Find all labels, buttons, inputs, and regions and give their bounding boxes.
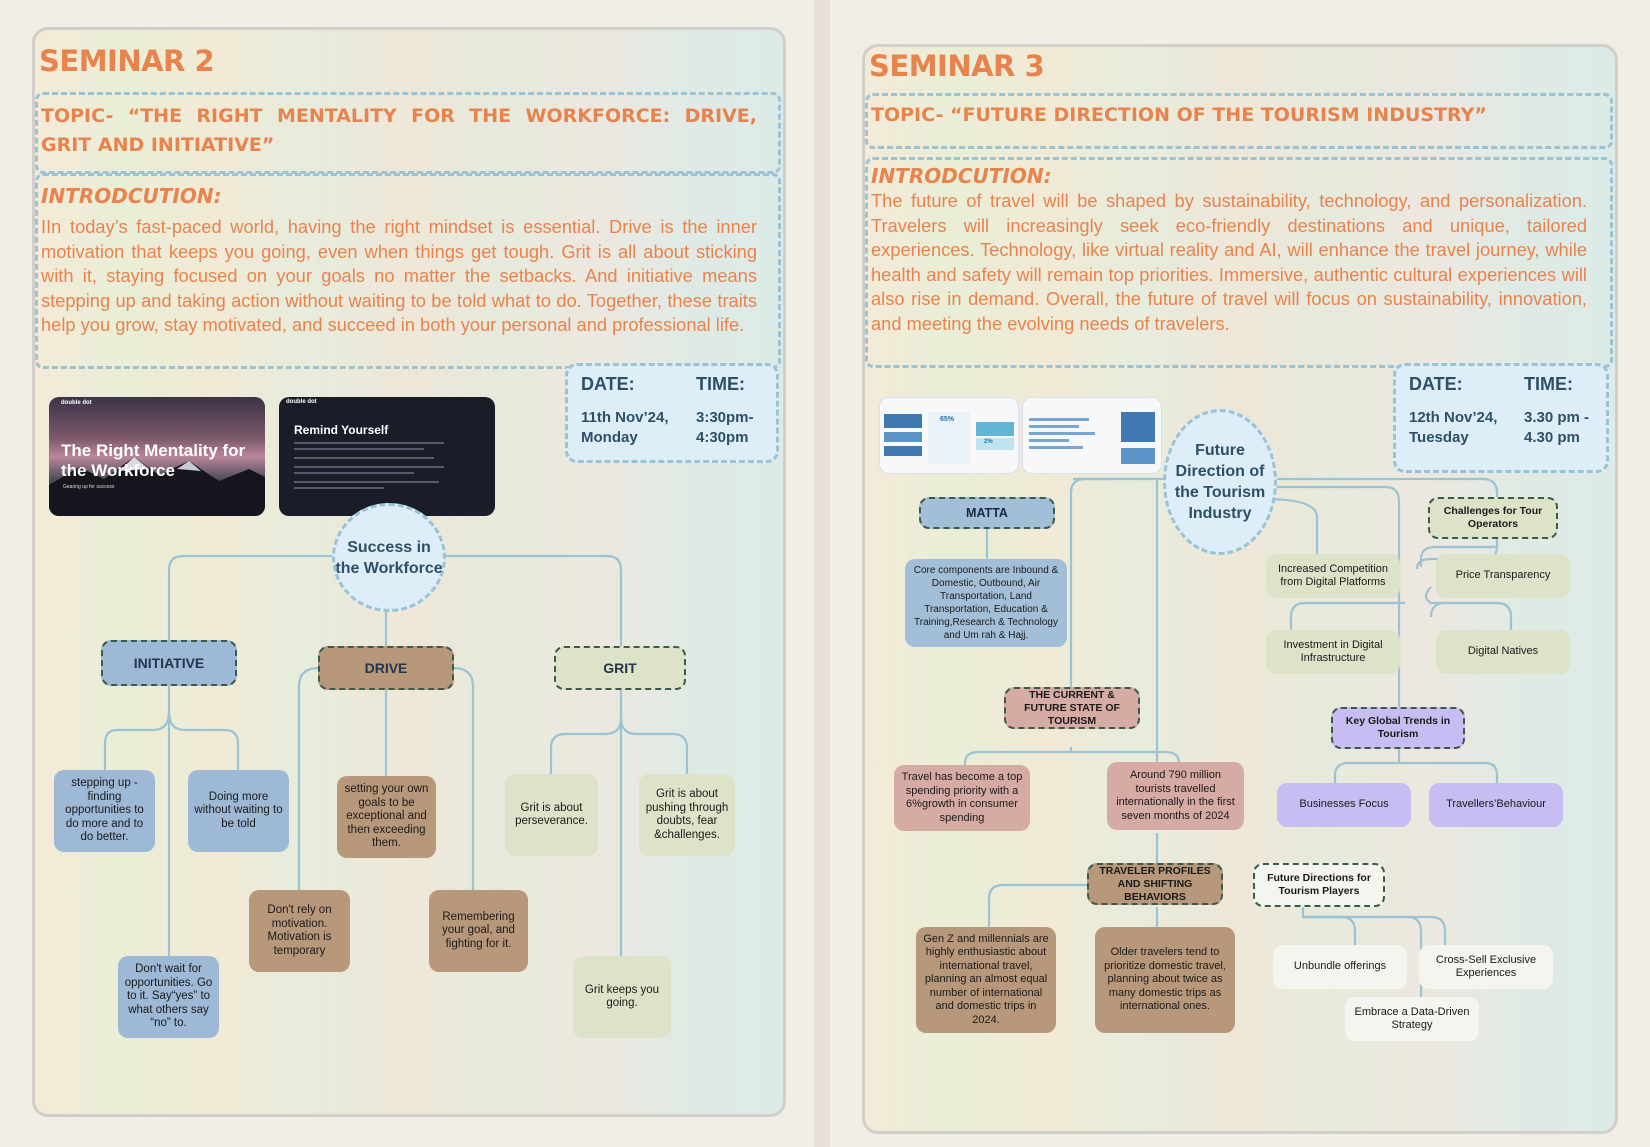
leaf-remembering: Remembering your goal, and fighting for …	[429, 890, 528, 972]
node-data-driven: Embrace a Data-Driven Strategy	[1345, 997, 1479, 1041]
node-gen-z: Gen Z and millennials are highly enthusi…	[916, 927, 1056, 1033]
leaf-pushing-through: Grit is about pushing through doubts, fe…	[639, 774, 735, 856]
slide-title: The Right Mentality for the Workforce	[61, 441, 246, 480]
date-value-line2: Monday	[581, 429, 638, 446]
page-divider	[814, 0, 830, 1147]
seminar-2-topic-box	[35, 92, 781, 174]
node-increased-competition: Increased Competition from Digital Platf…	[1266, 554, 1400, 598]
slide-subtitle: Gearing up for success	[63, 484, 115, 490]
leaf-keeps-going: Grit keeps you going.	[573, 956, 671, 1038]
date-value-line1: 12th Nov’24,	[1409, 409, 1498, 426]
seminar-3-panel: SEMINAR 3 TOPIC- “FUTURE DIRECTION OF TH…	[862, 44, 1618, 1134]
time-value-line1: 3:30pm-	[696, 409, 754, 426]
seminar-3-topic-box	[865, 93, 1613, 149]
seminar-2-intro-box	[35, 173, 781, 369]
node-unbundle-offerings: Unbundle offerings	[1273, 945, 1407, 989]
node-key-global-trends: Key Global Trends in Tourism	[1331, 707, 1465, 749]
leaf-dont-rely: Don't rely on motivation. Motivation is …	[249, 890, 350, 972]
time-label: TIME:	[1524, 374, 1573, 394]
slide-logo: double dot	[286, 399, 317, 405]
slide-logo: double dot	[61, 400, 92, 406]
mindmap-center-success: Success in the Workforce	[332, 503, 446, 612]
stat-percent-2: 2%	[984, 439, 993, 445]
node-spending-priority: Travel has become a top spending priorit…	[894, 765, 1030, 831]
time-label: TIME:	[696, 374, 745, 394]
slide-thumbnail-remind-yourself: double dot Remind Yourself	[279, 397, 495, 516]
node-traveler-profiles: TRAVELER PROFILES AND SHIFTING BEHAVIORS	[1087, 863, 1223, 905]
slide-title: Remind Yourself	[294, 423, 389, 437]
node-businesses-focus: Businesses Focus	[1277, 783, 1411, 827]
seminar-2-panel: SEMINAR 2 TOPIC- “THE RIGHT MENTALITY FO…	[32, 27, 786, 1117]
slide-thumbnail-travel-highlights: 65% 2%	[879, 397, 1019, 474]
seminar-3-intro-heading: INTRODCUTION:	[871, 164, 1052, 188]
seminar-2-topic: TOPIC- “THE RIGHT MENTALITY FOR THE WORK…	[41, 105, 757, 156]
seminar-2-mindmap-connectors	[103, 554, 689, 1030]
seminar-2-intro-text: IIn today’s fast-paced world, having the…	[41, 216, 757, 336]
leaf-perseverance: Grit is about perseverance.	[505, 774, 598, 856]
date-value-line1: 11th Nov’24,	[581, 409, 669, 426]
node-challenges-tour-operators: Challenges for Tour Operators	[1428, 497, 1558, 539]
time-value-line2: 4:30pm	[696, 429, 749, 446]
seminar-2-intro-heading: INTRODCUTION:	[41, 184, 222, 208]
date-value-line2: Tuesday	[1409, 429, 1469, 446]
node-investment-digital: Investment in Digital Infrastructure	[1266, 630, 1400, 674]
node-older-travelers: Older travelers tend to prioritize domes…	[1095, 927, 1235, 1033]
node-cross-sell: Cross-Sell Exclusive Experiences	[1419, 945, 1553, 989]
date-label: DATE:	[581, 374, 635, 394]
date-label: DATE:	[1409, 374, 1463, 394]
seminar-2-date-time-box: DATE: TIME: 11th Nov’24, Monday 3:30pm- …	[565, 363, 779, 463]
slide-thumbnail-survey-chart	[1022, 397, 1162, 474]
time-value-line2: 4.30 pm	[1524, 429, 1580, 446]
seminar-3-intro-text: The future of travel will be shaped by s…	[871, 190, 1587, 334]
stat-percent: 65%	[940, 416, 955, 423]
seminar-3-date-time-box: DATE: TIME: 12th Nov’24, Tuesday 3.30 pm…	[1393, 363, 1609, 473]
slide-thumbnail-right-mentality: double dot The Right Mentality for the W…	[49, 397, 265, 516]
node-travellers-behaviour: Travellers’Behaviour	[1429, 783, 1563, 827]
leaf-doing-more: Doing more without waiting to be told	[188, 770, 289, 852]
time-value-line1: 3.30 pm -	[1524, 409, 1590, 426]
branch-initiative: INITIATIVE	[101, 640, 237, 686]
node-current-state: THE CURRENT & FUTURE STATE OF TOURISM	[1004, 687, 1140, 729]
seminar-2-title: SEMINAR 2	[39, 44, 215, 78]
leaf-stepping-up: stepping up - finding opportunities to d…	[54, 770, 155, 852]
seminar-3-title: SEMINAR 3	[869, 49, 1045, 83]
node-future-directions-players: Future Directions for Tourism Players	[1253, 863, 1385, 907]
seminar-3-topic: TOPIC- “FUTURE DIRECTION OF THE TOURISM …	[871, 104, 1487, 126]
mountain-image	[49, 457, 265, 516]
mindmap-center-future-direction: Future Direction of the Tourism Industry	[1163, 409, 1277, 555]
node-digital-natives: Digital Natives	[1436, 630, 1570, 674]
leaf-own-goals: setting your own goals to be exceptional…	[337, 776, 436, 858]
leaf-dont-wait: Don't wait for opportunities. Go to it. …	[118, 956, 219, 1038]
node-matta-description: Core components are Inbound & Domestic, …	[905, 559, 1067, 647]
node-790-million: Around 790 million tourists travelled in…	[1107, 762, 1244, 830]
branch-grit: GRIT	[554, 646, 686, 690]
node-matta: MATTA	[919, 497, 1055, 529]
branch-drive: DRIVE	[318, 646, 454, 690]
seminar-3-intro-box	[865, 157, 1613, 368]
node-price-transparency: Price Transparency	[1436, 554, 1570, 598]
